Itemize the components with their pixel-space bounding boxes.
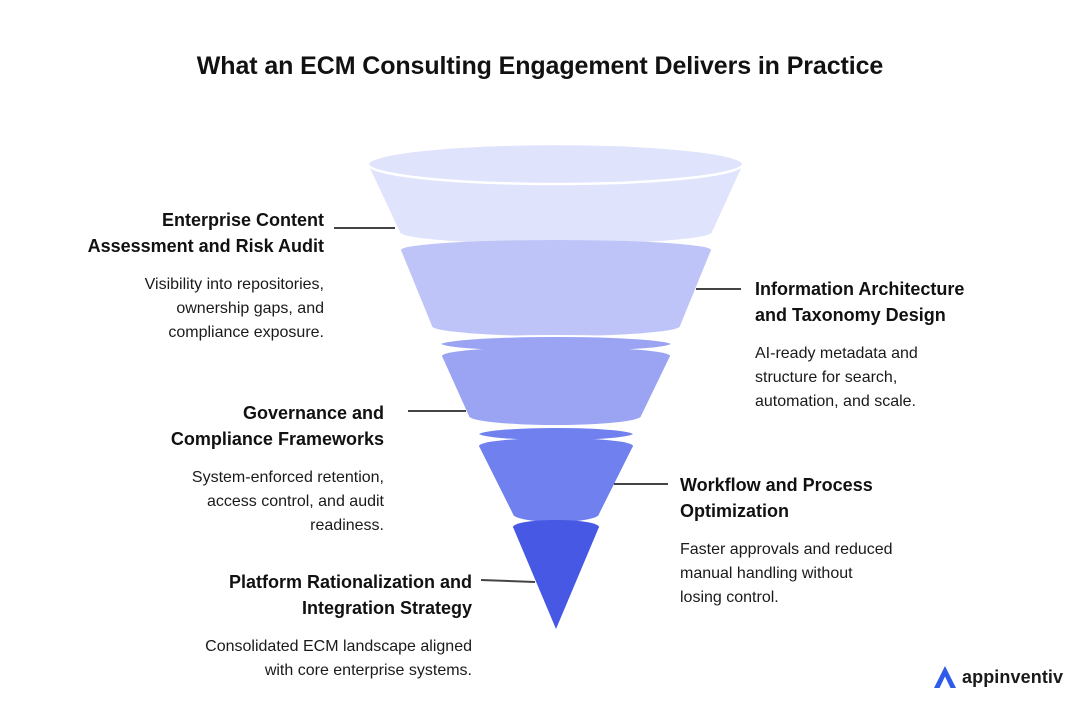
callout-description: Faster approvals and reduced manual hand…	[680, 541, 893, 606]
callout-description: System-enforced retention, access contro…	[191, 469, 384, 534]
callout-description: Consolidated ECM landscape aligned with …	[205, 638, 472, 679]
callout-title: Information Architecture and Taxonomy De…	[755, 279, 965, 325]
callout-platform-rationalization: Platform Rationalization and Integration…	[100, 569, 472, 683]
funnel-stage-5-rim	[513, 520, 599, 534]
funnel-stage-5	[513, 520, 599, 629]
funnel-stage-2-rim	[401, 240, 711, 260]
funnel-stage-5-body	[513, 527, 599, 629]
callout-description: AI-ready metadata and structure for sear…	[755, 345, 918, 410]
funnel-stage-1	[366, 142, 745, 244]
funnel-stage-4	[477, 426, 635, 522]
funnel-stage-4-body	[479, 446, 633, 522]
funnel-stage-1-rim	[366, 142, 745, 186]
appinventiv-a-logo-icon	[934, 666, 956, 688]
funnel-stage-4-rim	[479, 438, 633, 454]
connector-line-5	[480, 579, 536, 583]
callout-enterprise-content-assessment: Enterprise Content Assessment and Risk A…	[40, 207, 324, 345]
callout-title: Enterprise Content Assessment and Risk A…	[87, 210, 324, 256]
funnel-stage-3	[439, 335, 673, 425]
funnel-stage-2	[401, 240, 711, 336]
callout-information-architecture: Information Architecture and Taxonomy De…	[755, 276, 1045, 414]
funnel-stage-3-body	[442, 356, 670, 425]
funnel-stage-3-rim	[442, 347, 670, 365]
appinventiv-logo: appinventiv	[932, 664, 1063, 690]
callout-description: Visibility into repositories, ownership …	[144, 276, 324, 341]
page-title: What an ECM Consulting Engagement Delive…	[196, 52, 884, 80]
callout-title: Governance and Compliance Frameworks	[170, 403, 384, 449]
funnel-stage-1-body	[368, 164, 743, 244]
funnel-stage-2-body	[401, 250, 711, 336]
callout-title: Workflow and Process Optimization	[680, 475, 873, 521]
callout-title: Platform Rationalization and Integration…	[228, 572, 472, 618]
callout-workflow-optimization: Workflow and Process Optimization Faster…	[680, 472, 980, 610]
callout-governance-compliance: Governance and Compliance Frameworks Sys…	[100, 400, 384, 538]
logo-text: appinventiv	[962, 666, 1064, 687]
